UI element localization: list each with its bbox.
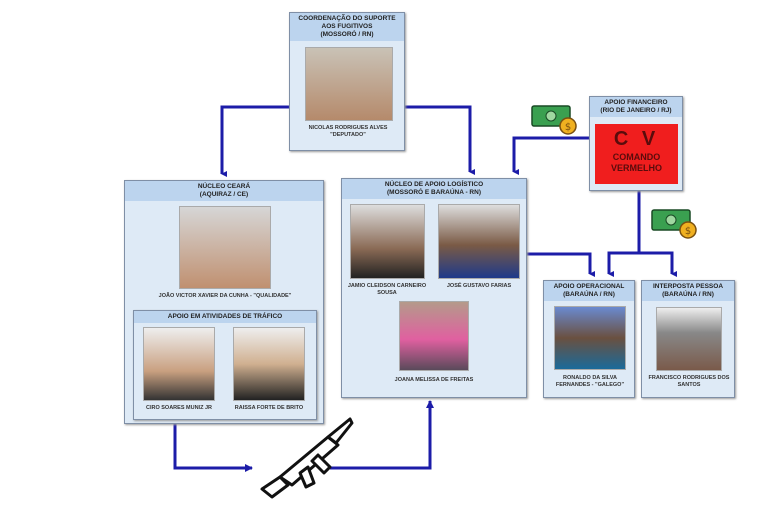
member-photo bbox=[143, 327, 215, 401]
coordination-header: Coordenação do Suporte aos Fugitivos(Mos… bbox=[290, 13, 404, 41]
member-name: Raissa Forte de Brito bbox=[234, 405, 304, 411]
member-photo bbox=[438, 204, 520, 279]
money-icon: $ bbox=[531, 105, 577, 135]
member-photo bbox=[656, 307, 722, 371]
box-location: (Aquiraz / CE) bbox=[199, 191, 249, 198]
box-title: Núcleo de Apoio Logístico bbox=[384, 181, 484, 188]
member-photo bbox=[399, 301, 469, 371]
money-icon: $ bbox=[651, 209, 697, 239]
box-location: (Baraúna / RN) bbox=[563, 291, 615, 298]
box-title: Núcleo Ceará bbox=[197, 183, 251, 190]
member-name: Joana Melissa de Freitas bbox=[394, 377, 474, 383]
member-photo bbox=[233, 327, 305, 401]
box-location: (Rio de Janeiro / RJ) bbox=[600, 107, 672, 114]
logo-text: COMANDO bbox=[612, 152, 661, 162]
comando-vermelho-logo: C V COMANDO VERMELHO bbox=[595, 124, 678, 184]
box-location: (Mossoró e Baraúna - RN) bbox=[386, 189, 481, 196]
box-title: Coordenação do Suporte aos Fugitivos bbox=[298, 15, 396, 30]
box-title: Apoio Operacional bbox=[553, 283, 625, 290]
apoio-operacional-box: Apoio Operacional(Baraúna / RN) Ronaldo … bbox=[543, 280, 635, 398]
rifle-icon bbox=[260, 417, 354, 499]
coordination-box: Coordenação do Suporte aos Fugitivos(Mos… bbox=[289, 12, 405, 151]
nucleo-logistico-box: Núcleo de Apoio Logístico(Mossoró e Bara… bbox=[341, 178, 527, 398]
member-photo bbox=[554, 306, 626, 370]
interposta-pessoa-box: Interposta Pessoa(Baraúna / RN) Francisc… bbox=[641, 280, 735, 398]
apoio-financeiro-box: Apoio Financeiro(Rio de Janeiro / RJ) C … bbox=[589, 96, 683, 191]
nucleo-ceara-box: Núcleo Ceará(Aquiraz / CE) João Victor X… bbox=[124, 180, 324, 424]
box-title: Apoio em atividades de tráfico bbox=[134, 311, 316, 323]
member-name: Jamio Cleidson Carneiro Sousa bbox=[347, 283, 427, 296]
logo-cv: C V bbox=[613, 128, 660, 150]
trafico-support-box: Apoio em atividades de tráfico Ciro Soar… bbox=[133, 310, 317, 420]
member-photo bbox=[305, 47, 393, 121]
logo-text: VERMELHO bbox=[610, 163, 662, 173]
member-photo bbox=[179, 206, 271, 289]
member-name: Ronaldo da Silva Fernandes - "Galego" bbox=[555, 375, 625, 388]
member-name: Ciro Soares Muniz Jr bbox=[145, 405, 212, 411]
box-location: (Baraúna / RN) bbox=[662, 291, 714, 298]
member-photo bbox=[350, 204, 425, 279]
member-name: Nicolas Rodrigues Alves "Deputado" bbox=[308, 125, 388, 138]
box-location: (Mossoró / RN) bbox=[320, 31, 374, 38]
member-name: João Victor Xavier da Cunha - "Qualidade… bbox=[158, 293, 292, 299]
svg-text:$: $ bbox=[565, 122, 571, 133]
box-title: Interposta Pessoa bbox=[652, 283, 724, 290]
box-title: Apoio Financeiro bbox=[604, 99, 668, 106]
member-name: Francisco Rodrigues dos Santos bbox=[648, 375, 730, 388]
svg-text:$: $ bbox=[685, 226, 691, 237]
member-name: José Gustavo Farias bbox=[446, 283, 512, 289]
